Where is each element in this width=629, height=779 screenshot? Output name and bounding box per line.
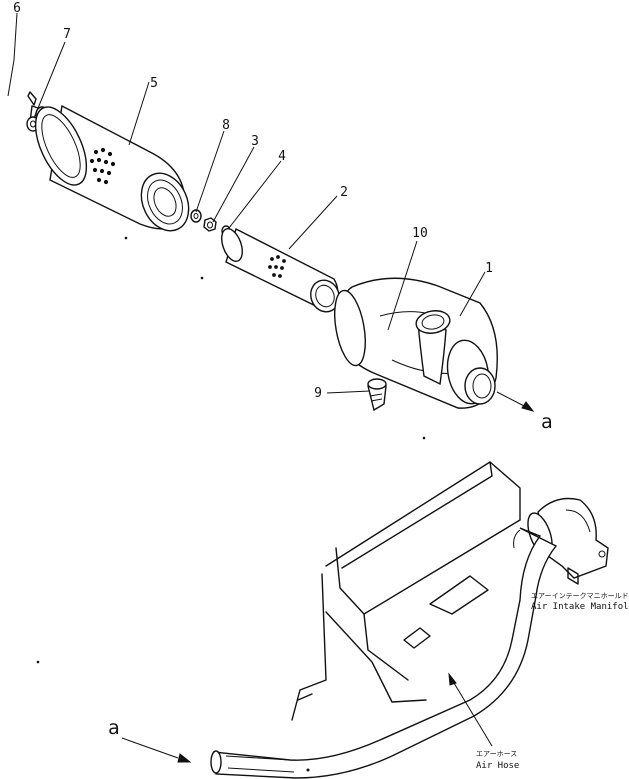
- part-number-5: 5: [150, 76, 158, 91]
- manifold-label-en: Air Intake Manifold: [531, 602, 629, 612]
- part-numbers: 6 7 5 8 3 4 2 10 1 9: [13, 1, 493, 401]
- connection-marker-top: a: [541, 411, 553, 433]
- part-number-8: 8: [222, 118, 230, 133]
- inner-element-part: [221, 227, 340, 313]
- part-number-1: 1: [485, 261, 493, 276]
- valve-part: [367, 378, 387, 412]
- hose-leader: [448, 672, 493, 747]
- part-number-4: 4: [278, 149, 286, 164]
- ring-part-8: [190, 209, 202, 223]
- inlet-arrow: [121, 737, 192, 763]
- part-number-3: 3: [251, 134, 259, 149]
- part-number-10: 10: [412, 226, 428, 241]
- leader-lines: [7, 12, 486, 394]
- scan-specks: [36, 236, 426, 664]
- hose-label-jp: エアーホース: [476, 750, 517, 758]
- inner-element-holes: [268, 255, 286, 278]
- engine-block-outline: [291, 461, 521, 721]
- air-hose: [210, 527, 558, 779]
- part-number-2: 2: [340, 185, 348, 200]
- part-number-9: 9: [314, 386, 322, 401]
- inlet-pipe-part: [415, 310, 451, 386]
- outlet-arrow: [496, 391, 535, 412]
- manifold-label-jp: エアーインテークマニホールド: [531, 592, 629, 600]
- outer-element-part: [34, 104, 190, 232]
- air-cleaner-body-part: [334, 277, 498, 409]
- part-number-7: 7: [63, 27, 71, 42]
- part-number-6: 6: [13, 1, 21, 16]
- connection-marker-bottom: a: [108, 717, 120, 739]
- hose-label-en: Air Hose: [476, 761, 519, 771]
- element-holes: [89, 147, 116, 185]
